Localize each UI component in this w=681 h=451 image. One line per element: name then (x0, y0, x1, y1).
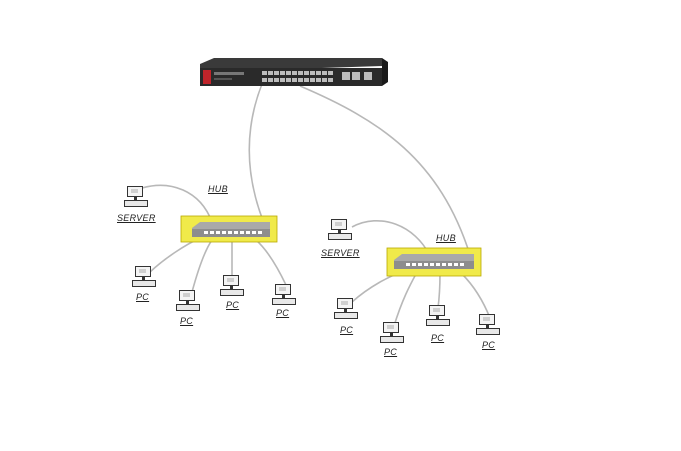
cable-switch-right-hub (299, 85, 471, 256)
cable-right-pc-1 (351, 271, 403, 303)
cable-switch-left-hub (248, 83, 267, 229)
cable-right-pc-3 (437, 273, 441, 309)
left-server-label: SERVER (117, 213, 156, 223)
brand-logo-icon (203, 70, 211, 84)
left-server-icon (124, 186, 148, 208)
cable-left-pc-4 (255, 239, 287, 286)
right-pc-3-label: PC (431, 333, 445, 343)
left-pc-3-icon (220, 275, 244, 297)
cable-left-pc-1 (149, 237, 201, 273)
right-pc-4-icon (476, 314, 500, 336)
right-pc-3-icon (426, 305, 450, 327)
right-pc-1-label: PC (340, 325, 354, 335)
switch-ports (262, 71, 372, 82)
cable-left-server (141, 184, 213, 223)
cable-right-server (351, 219, 431, 257)
cables (141, 83, 491, 327)
cable-left-pc-2 (191, 239, 213, 293)
right-hub-label: HUB (436, 233, 456, 243)
left-pc-2-icon (176, 290, 200, 312)
core-switch (200, 58, 388, 86)
left-pc-1-icon (132, 266, 156, 288)
right-hub (386, 247, 482, 277)
right-server-icon (328, 219, 352, 241)
right-pc-4-label: PC (482, 340, 496, 350)
left-pc-2-label: PC (180, 316, 194, 326)
cable-right-pc-4 (461, 273, 491, 319)
right-pc-1-icon (334, 298, 358, 320)
left-hub (180, 215, 278, 243)
right-pc-2-label: PC (384, 347, 398, 357)
left-pc-1-label: PC (136, 292, 150, 302)
right-server-label: SERVER (321, 248, 360, 258)
cable-right-pc-2 (393, 273, 417, 327)
left-pc-4-icon (272, 284, 296, 306)
right-pc-2-icon (380, 322, 404, 344)
left-hub-label: HUB (208, 184, 228, 194)
left-pc-3-label: PC (226, 300, 240, 310)
left-pc-4-label: PC (276, 308, 290, 318)
